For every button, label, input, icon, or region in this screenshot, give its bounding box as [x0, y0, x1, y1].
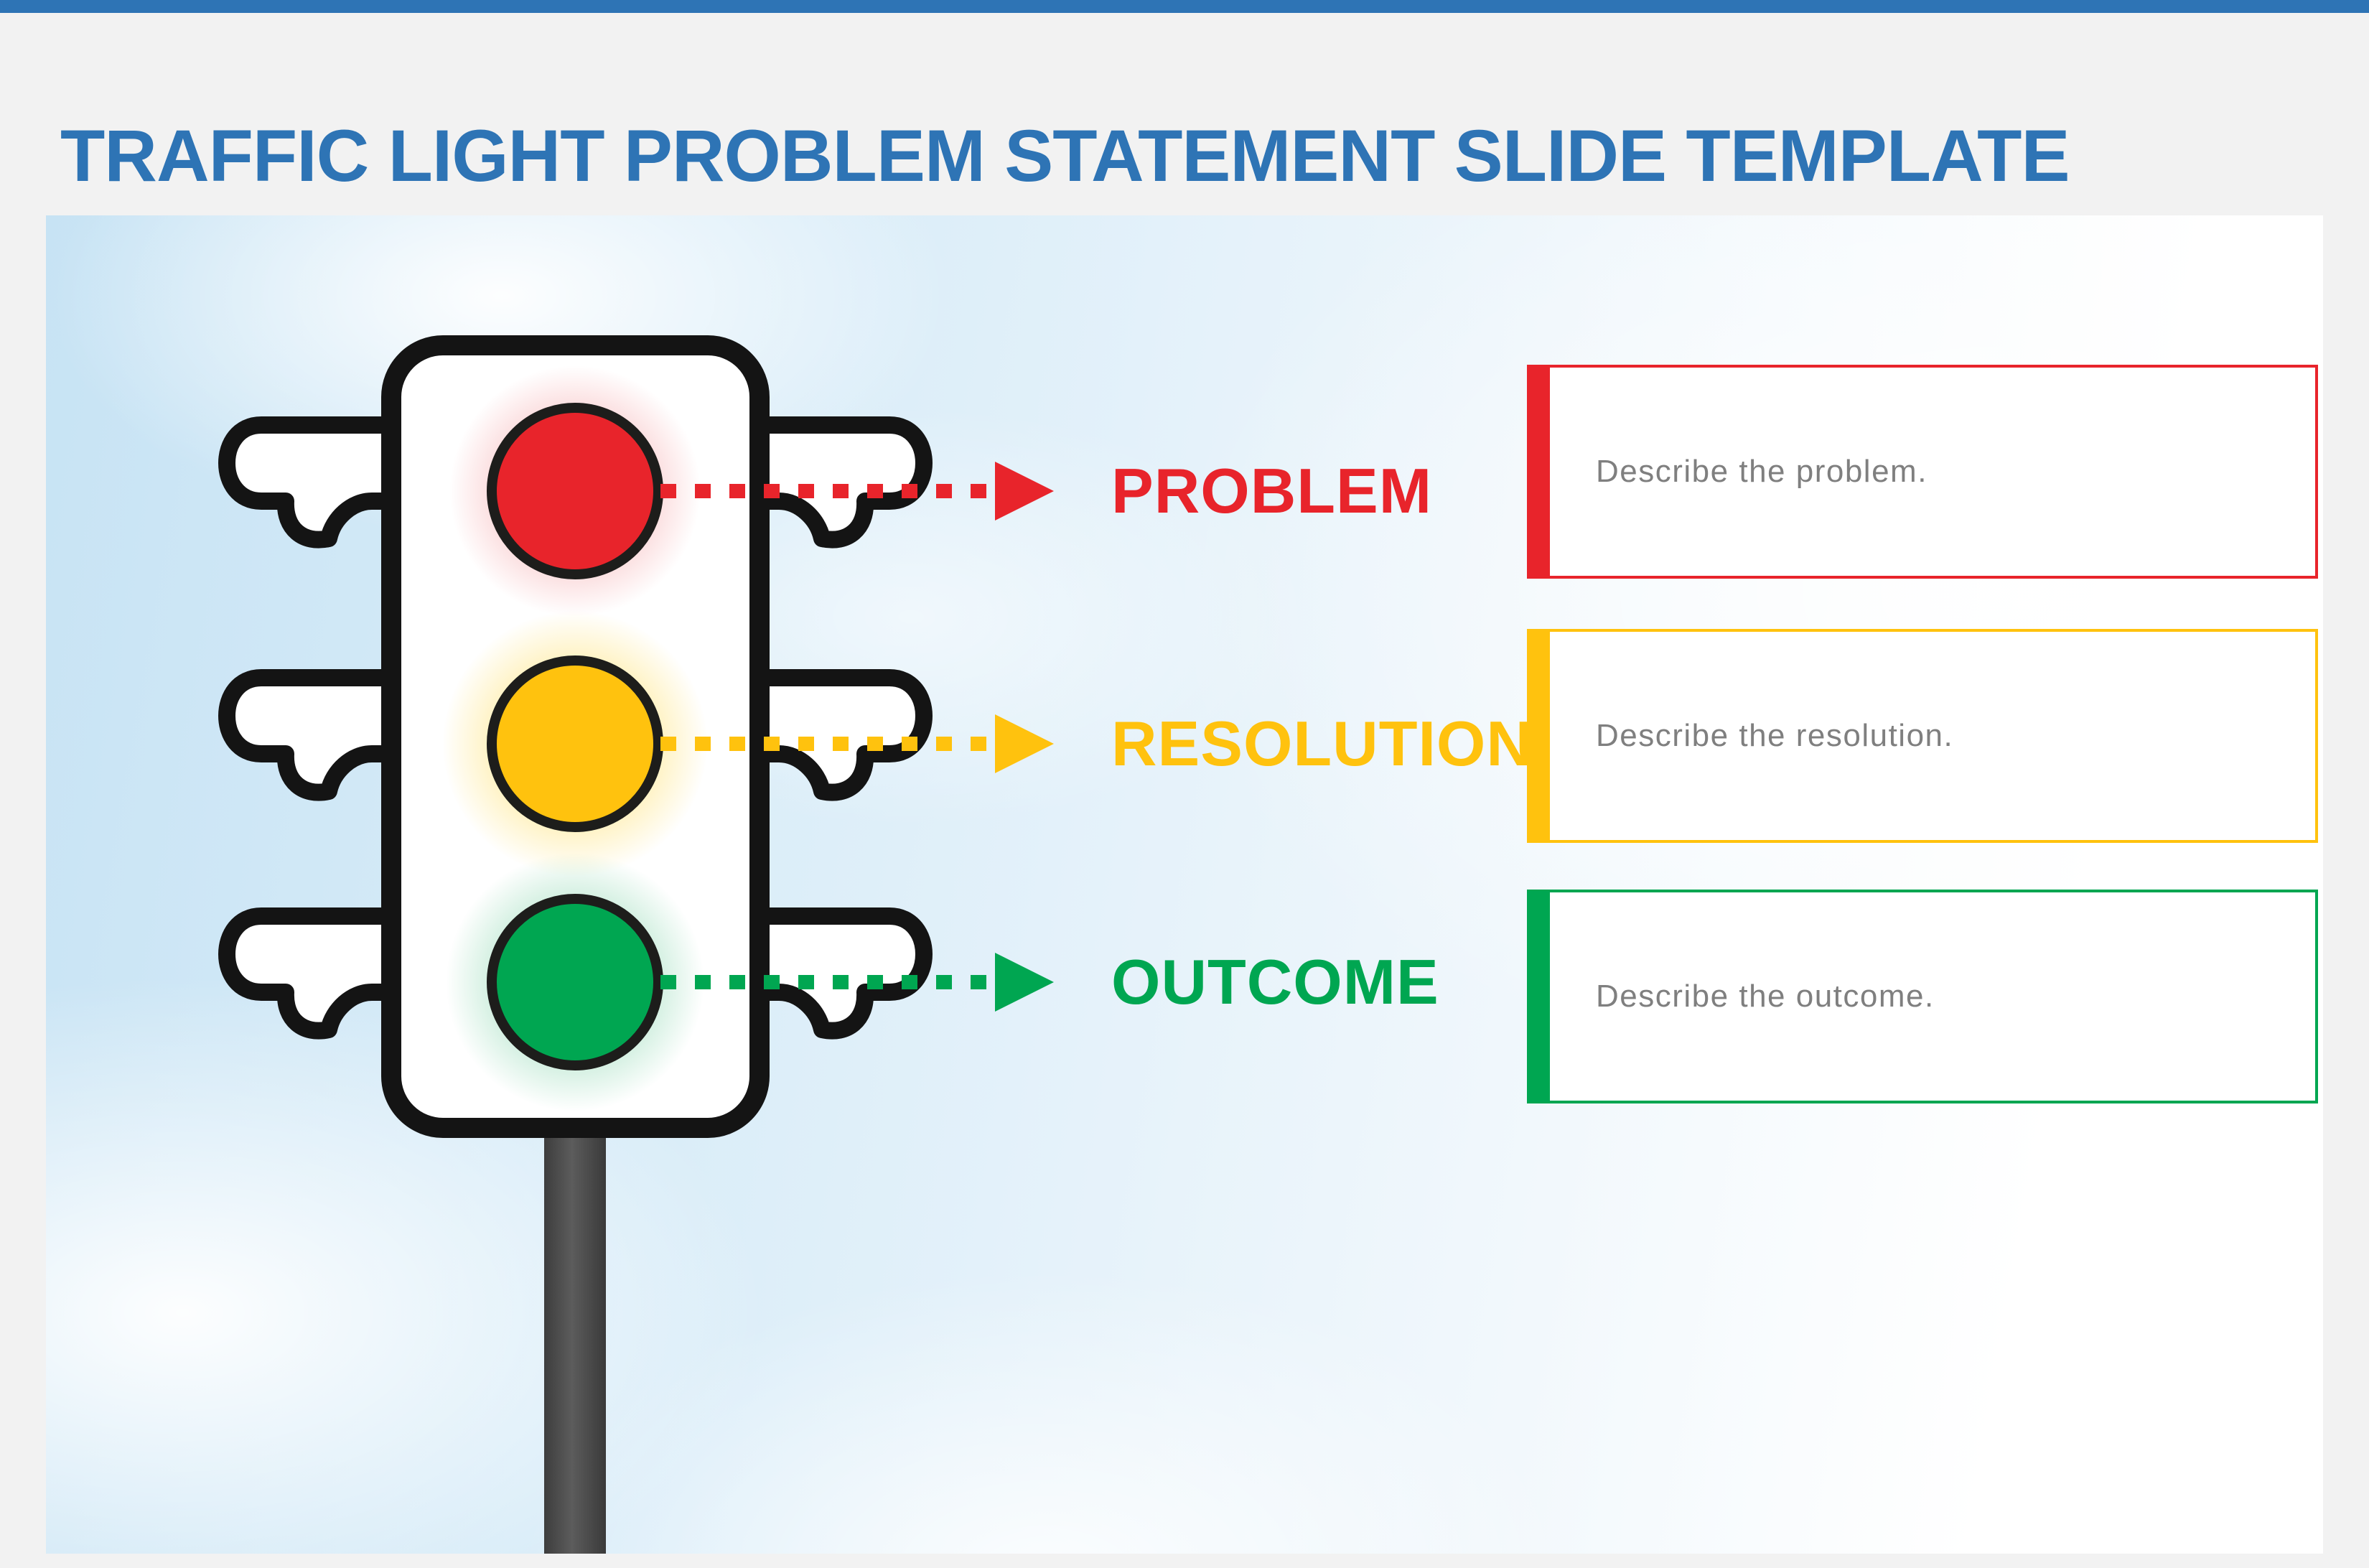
green-light	[487, 894, 663, 1070]
resolution-box-accent-bar	[1530, 632, 1550, 840]
outcome-arrow-icon	[995, 953, 1054, 1012]
left-visors	[218, 416, 400, 1040]
resolution-placeholder-text: Describe the resolution.	[1596, 718, 1954, 753]
resolution-arrow-icon	[995, 714, 1054, 773]
problem-placeholder-text: Describe the problem.	[1596, 454, 1928, 489]
right-visors	[751, 416, 933, 1040]
red-light	[487, 403, 663, 579]
traffic-light-illustration	[218, 335, 933, 1554]
outcome-row: OUTCOME	[660, 946, 1439, 1017]
top-accent-bar	[0, 0, 2369, 13]
outcome-placeholder-text: Describe the outcome.	[1596, 979, 1935, 1014]
problem-row: PROBLEM	[660, 455, 1432, 526]
problem-box-accent-bar	[1530, 368, 1550, 576]
page-title: TRAFFIC LIGHT PROBLEM STATEMENT SLIDE TE…	[60, 115, 2070, 197]
problem-statement-box: Describe the problem.	[1527, 365, 2318, 579]
problem-label: PROBLEM	[1111, 455, 1432, 526]
resolution-statement-box: Describe the resolution.	[1527, 629, 2318, 843]
traffic-light-pole	[544, 1106, 606, 1554]
slide-canvas: PROBLEM RESOLUTION OUTCOME Describe the …	[46, 215, 2323, 1554]
yellow-light	[487, 655, 663, 832]
resolution-label: RESOLUTION	[1111, 708, 1533, 779]
problem-dotted-line	[660, 484, 991, 498]
outcome-dotted-line	[660, 975, 991, 989]
resolution-dotted-line	[660, 737, 991, 751]
outcome-statement-box: Describe the outcome.	[1527, 890, 2318, 1103]
problem-arrow-icon	[995, 462, 1054, 521]
resolution-row: RESOLUTION	[660, 708, 1533, 779]
outcome-label: OUTCOME	[1111, 946, 1439, 1017]
outcome-box-accent-bar	[1530, 892, 1550, 1101]
